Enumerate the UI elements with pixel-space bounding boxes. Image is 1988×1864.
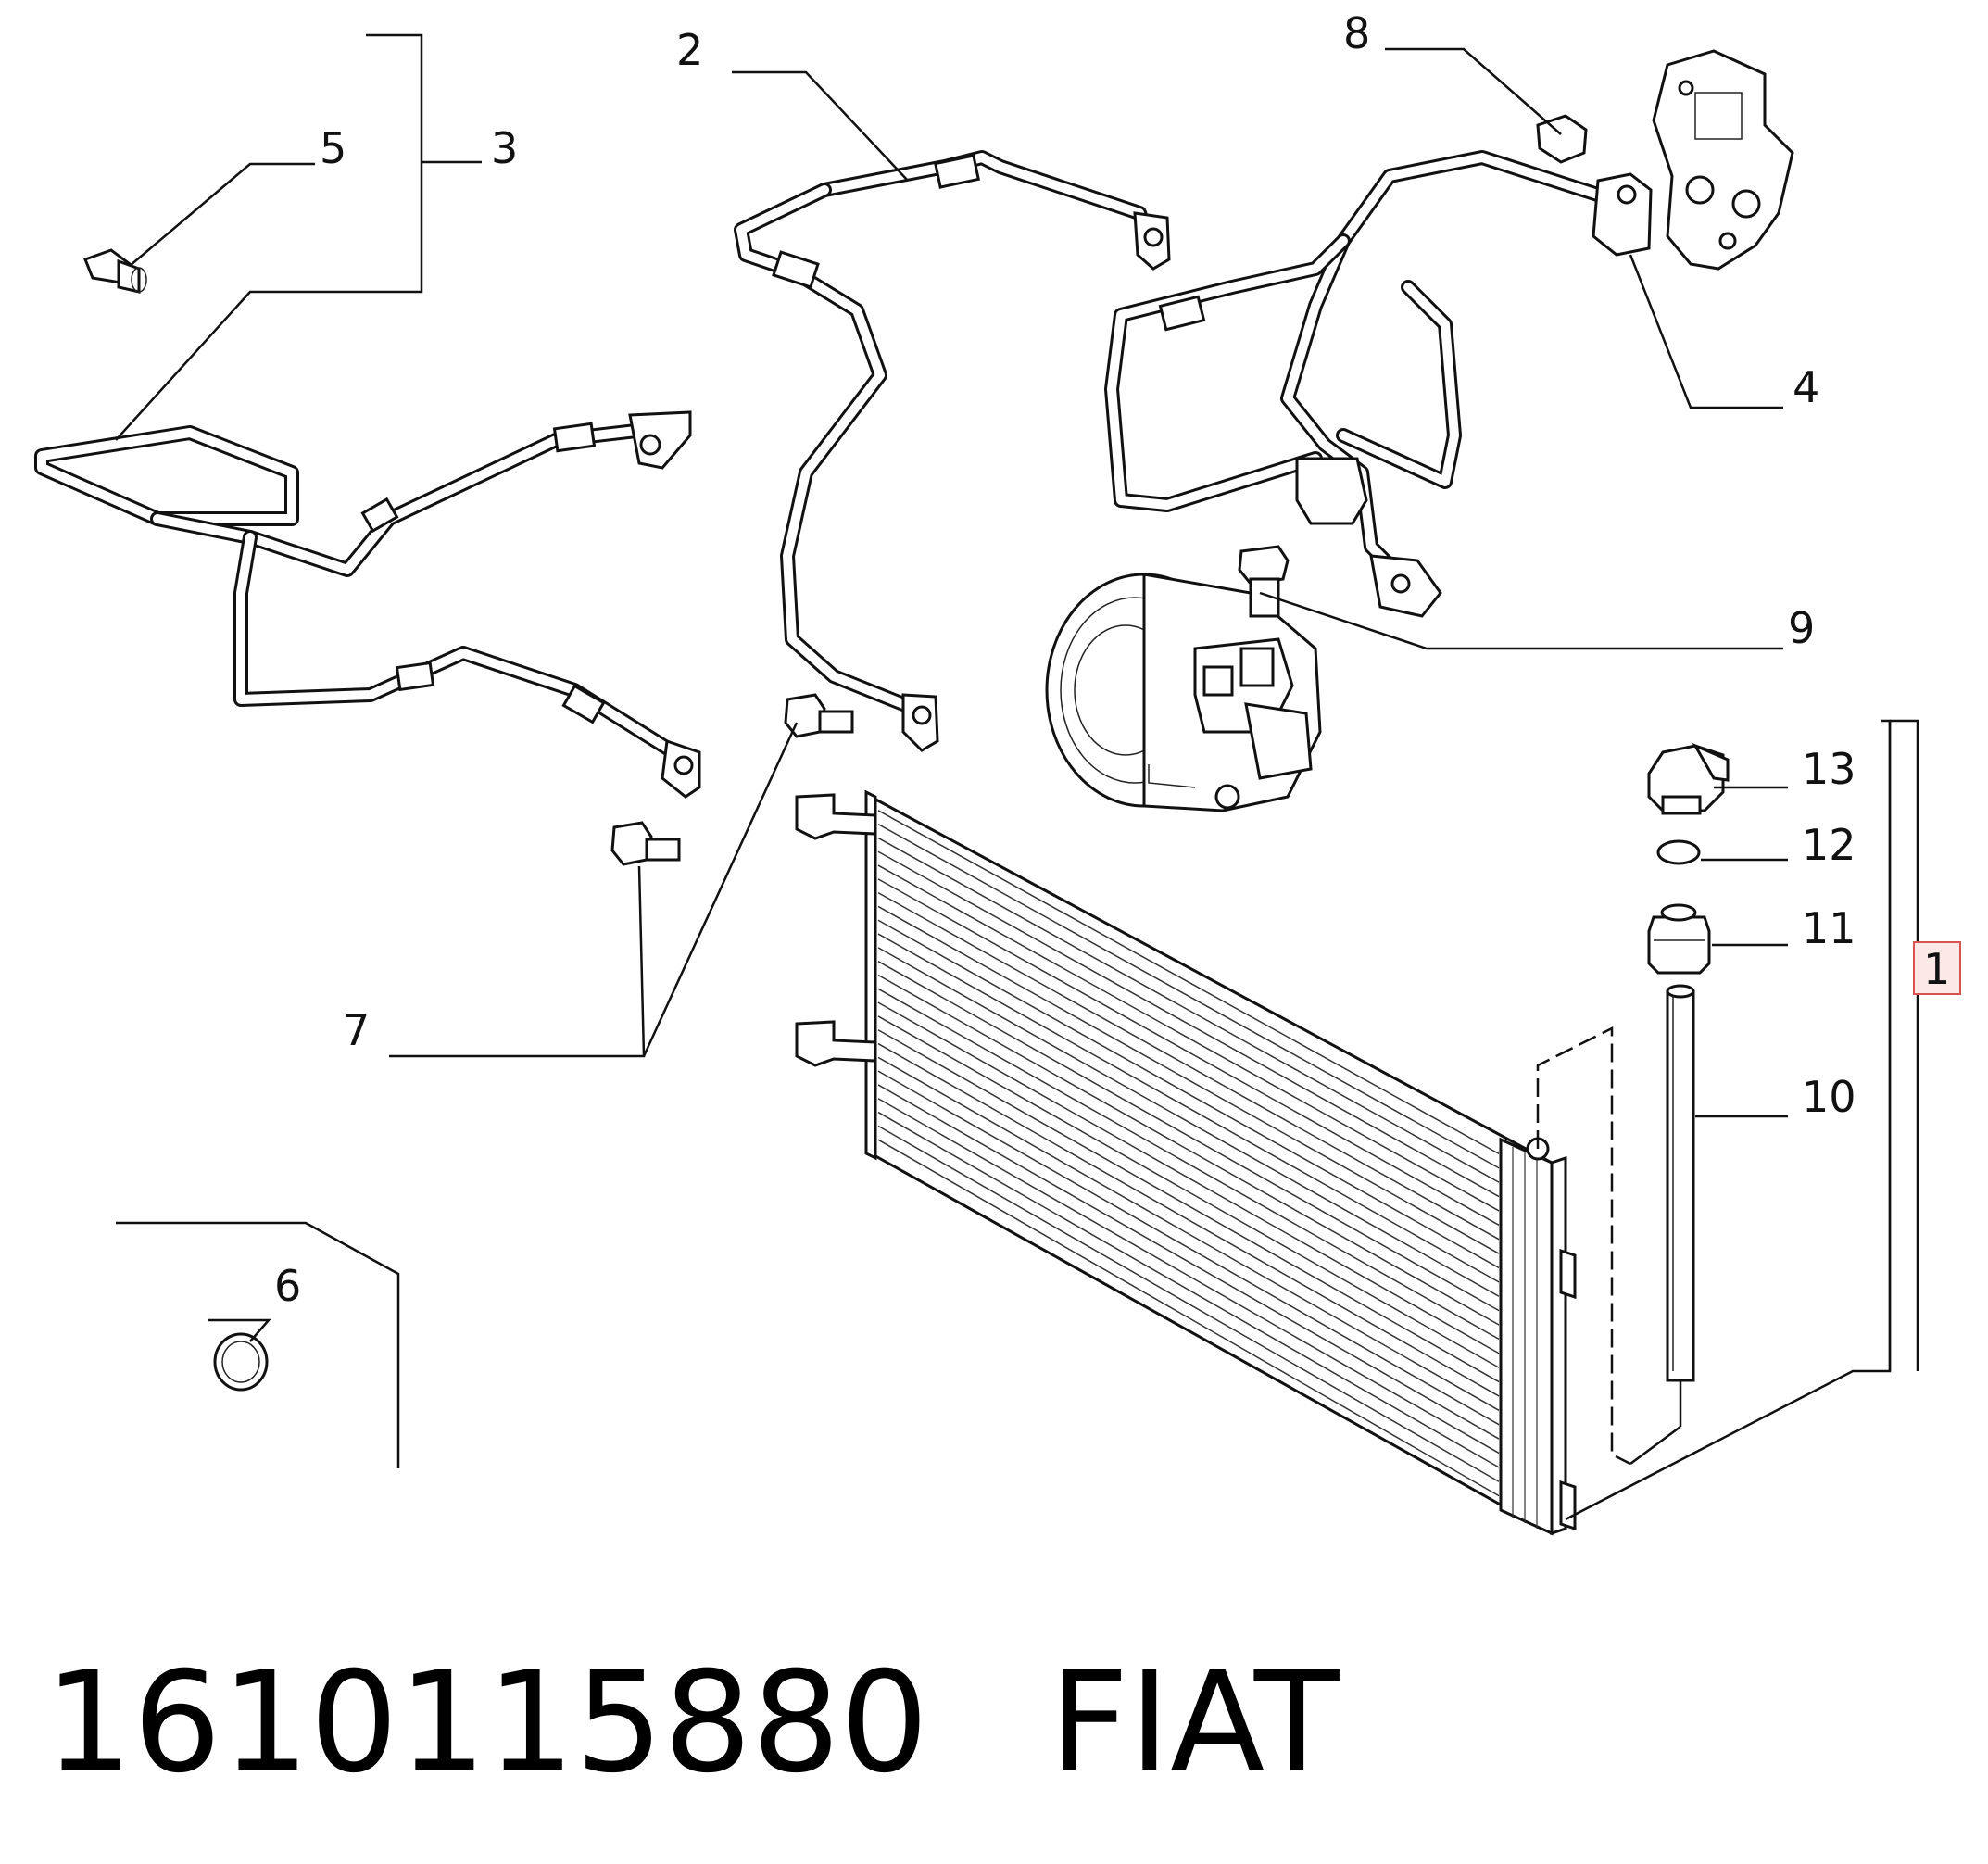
plug-11[interactable] bbox=[1647, 903, 1711, 975]
callout-2[interactable]: 2 bbox=[676, 25, 703, 75]
callout-1-highlight bbox=[1913, 941, 1961, 995]
condenser-fin bbox=[877, 878, 1500, 1226]
condenser-fin bbox=[877, 1001, 1500, 1354]
footer: 1610115880 FIAT bbox=[44, 1631, 1897, 1816]
condenser-fin bbox=[877, 919, 1500, 1269]
callout-10[interactable]: 10 bbox=[1802, 1072, 1856, 1122]
condenser-fin bbox=[877, 1070, 1500, 1426]
callout-5[interactable]: 5 bbox=[320, 123, 346, 173]
brand-name: FIAT bbox=[1049, 1643, 1340, 1804]
condenser-fin bbox=[877, 850, 1500, 1198]
cap-13[interactable] bbox=[1647, 742, 1730, 815]
drier-tube-10[interactable] bbox=[1629, 984, 1695, 1466]
condenser-fin bbox=[877, 905, 1500, 1254]
pressure-switch-5[interactable] bbox=[83, 248, 147, 294]
condenser-fin bbox=[877, 947, 1500, 1297]
part-number: 1610115880 bbox=[44, 1643, 929, 1804]
callout-1[interactable]: 1 bbox=[1923, 944, 1950, 994]
group-bracket-6 bbox=[116, 1221, 400, 1468]
condenser-fin bbox=[877, 1125, 1500, 1482]
condenser-fin bbox=[877, 810, 1500, 1155]
compressor[interactable] bbox=[1045, 573, 1322, 812]
callout-3[interactable]: 3 bbox=[491, 123, 518, 173]
callout-6[interactable]: 6 bbox=[274, 1261, 301, 1311]
condenser-fins bbox=[877, 810, 1538, 1529]
condenser-fin bbox=[877, 988, 1500, 1341]
pipe-4[interactable] bbox=[1104, 150, 1653, 618]
pipe-2[interactable] bbox=[734, 150, 1171, 752]
condenser[interactable] bbox=[795, 789, 1631, 1536]
condenser-fin bbox=[877, 1111, 1500, 1468]
condenser-fin bbox=[877, 961, 1500, 1312]
callout-13[interactable]: 13 bbox=[1802, 744, 1856, 794]
nut-8[interactable] bbox=[1536, 114, 1588, 164]
callout-11[interactable]: 11 bbox=[1802, 903, 1856, 953]
condenser-fin bbox=[877, 1084, 1500, 1440]
leader-lines bbox=[115, 33, 1919, 1521]
condenser-fin bbox=[877, 837, 1500, 1183]
condenser-fin bbox=[877, 1098, 1500, 1455]
condenser-fin bbox=[877, 864, 1500, 1212]
callout-4[interactable]: 4 bbox=[1793, 362, 1819, 412]
bolt-9[interactable] bbox=[1238, 545, 1290, 618]
condenser-fin bbox=[877, 1029, 1500, 1383]
gasket-plate bbox=[1652, 49, 1794, 271]
condenser-fin bbox=[877, 1015, 1500, 1368]
condenser-fin bbox=[877, 1042, 1500, 1397]
callout-9[interactable]: 9 bbox=[1788, 603, 1815, 653]
condenser-fin bbox=[877, 974, 1500, 1326]
callout-12[interactable]: 12 bbox=[1802, 820, 1856, 870]
callout-8[interactable]: 8 bbox=[1343, 8, 1370, 58]
condenser-fin bbox=[877, 1056, 1500, 1411]
pipe-assembly-3[interactable] bbox=[34, 410, 701, 799]
condenser-fin bbox=[877, 891, 1500, 1241]
o-ring-12[interactable] bbox=[1656, 839, 1701, 865]
callout-7[interactable]: 7 bbox=[343, 1005, 370, 1055]
condenser-fin bbox=[877, 823, 1500, 1169]
condenser-fin bbox=[877, 1139, 1500, 1497]
condenser-fin bbox=[877, 933, 1500, 1283]
